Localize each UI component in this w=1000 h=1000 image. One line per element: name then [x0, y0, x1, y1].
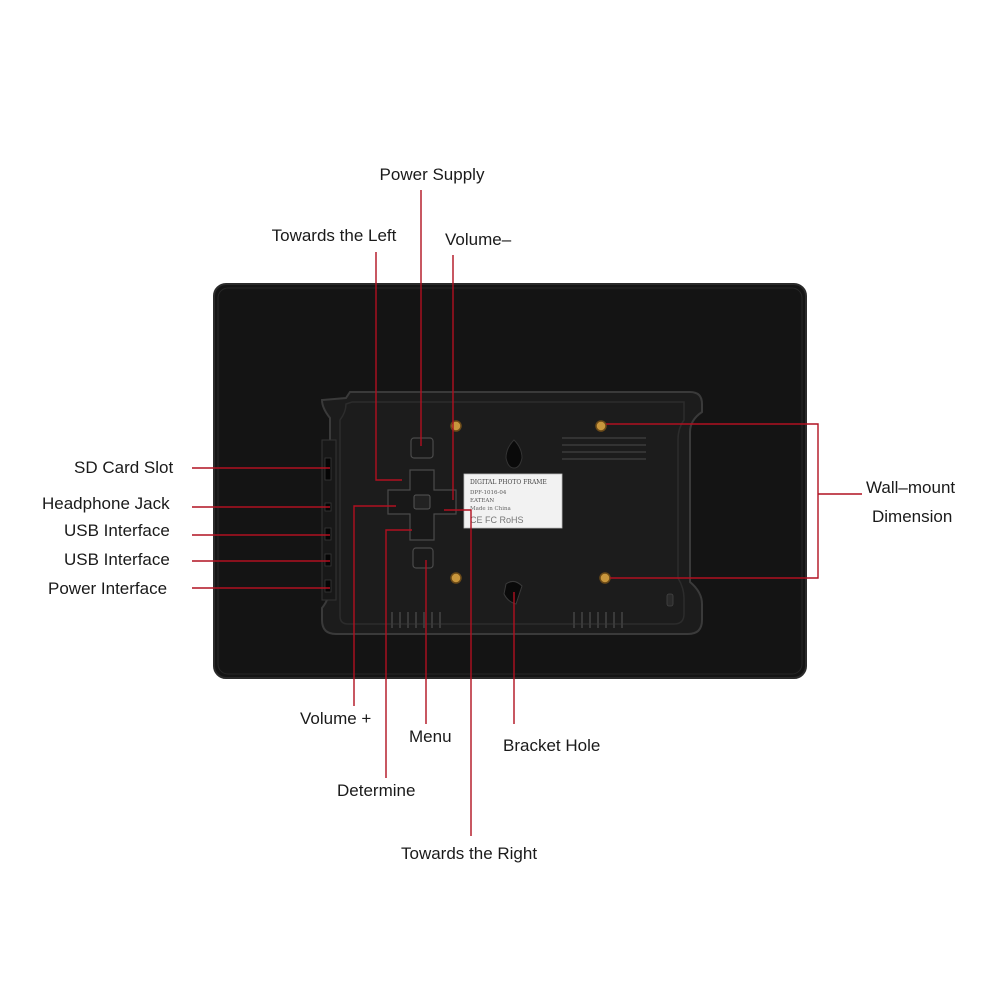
sticker-title: DIGITAL PHOTO FRAME: [470, 479, 547, 486]
keyhole-hanger: [505, 439, 523, 469]
leader-lines: [192, 190, 862, 836]
usb-port-1: [324, 527, 332, 541]
label-volume-plus: Volume +: [300, 709, 372, 728]
label-usb-interface-2: USB Interface: [64, 550, 170, 569]
center-button: [413, 494, 431, 510]
label-sd-card-slot: SD Card Slot: [74, 458, 174, 477]
back-panel-inner-edge: [339, 401, 685, 625]
sticker-model: DPF-1016-04: [470, 490, 507, 496]
label-volume-minus: Volume–: [445, 230, 512, 249]
label-determine: Determine: [337, 781, 416, 800]
usb-port-2: [324, 553, 332, 567]
label-sticker: [463, 473, 563, 529]
label-power-supply: Power Supply: [379, 165, 485, 184]
power-button: [410, 437, 434, 459]
label-power-interface: Power Interface: [48, 579, 168, 598]
label-bracket-hole: Bracket Hole: [503, 736, 601, 755]
leader-towards-left: [375, 252, 402, 481]
label-headphone-jack: Headphone Jack: [42, 494, 170, 513]
label-usb-interface-1: USB Interface: [64, 521, 170, 540]
leader-volume-plus: [353, 505, 396, 706]
power-port: [324, 579, 332, 593]
sticker-origin: Made in China: [470, 506, 512, 512]
sticker-marks: CE FC RoHS: [470, 515, 524, 525]
screw-top-right: [595, 420, 607, 432]
label-towards-right: Towards the Right: [401, 844, 538, 863]
vent-grille-top: [562, 437, 646, 460]
frame-edge-highlight: [217, 287, 803, 675]
leader-towards-right: [444, 509, 472, 836]
vent-grille-bottom-right: [573, 612, 623, 628]
sd-card-slot: [324, 457, 332, 481]
sticker-brand: EATEAN: [470, 498, 494, 504]
vent-grille-bottom-left: [391, 612, 441, 628]
leader-determine: [385, 529, 412, 778]
label-towards-left: Towards the Left: [271, 226, 397, 245]
label-wall-mount-dimension: Dimension: [872, 507, 953, 526]
reset-button: [666, 593, 674, 607]
leader-wall-mount: [606, 423, 819, 579]
screw-bottom-left: [450, 572, 462, 584]
bracket-hole: [503, 580, 523, 605]
menu-button: [412, 547, 434, 569]
label-menu: Menu: [409, 727, 452, 746]
label-wall-mount: Wall–mount: [866, 478, 956, 497]
screw-bottom-right: [599, 572, 611, 584]
